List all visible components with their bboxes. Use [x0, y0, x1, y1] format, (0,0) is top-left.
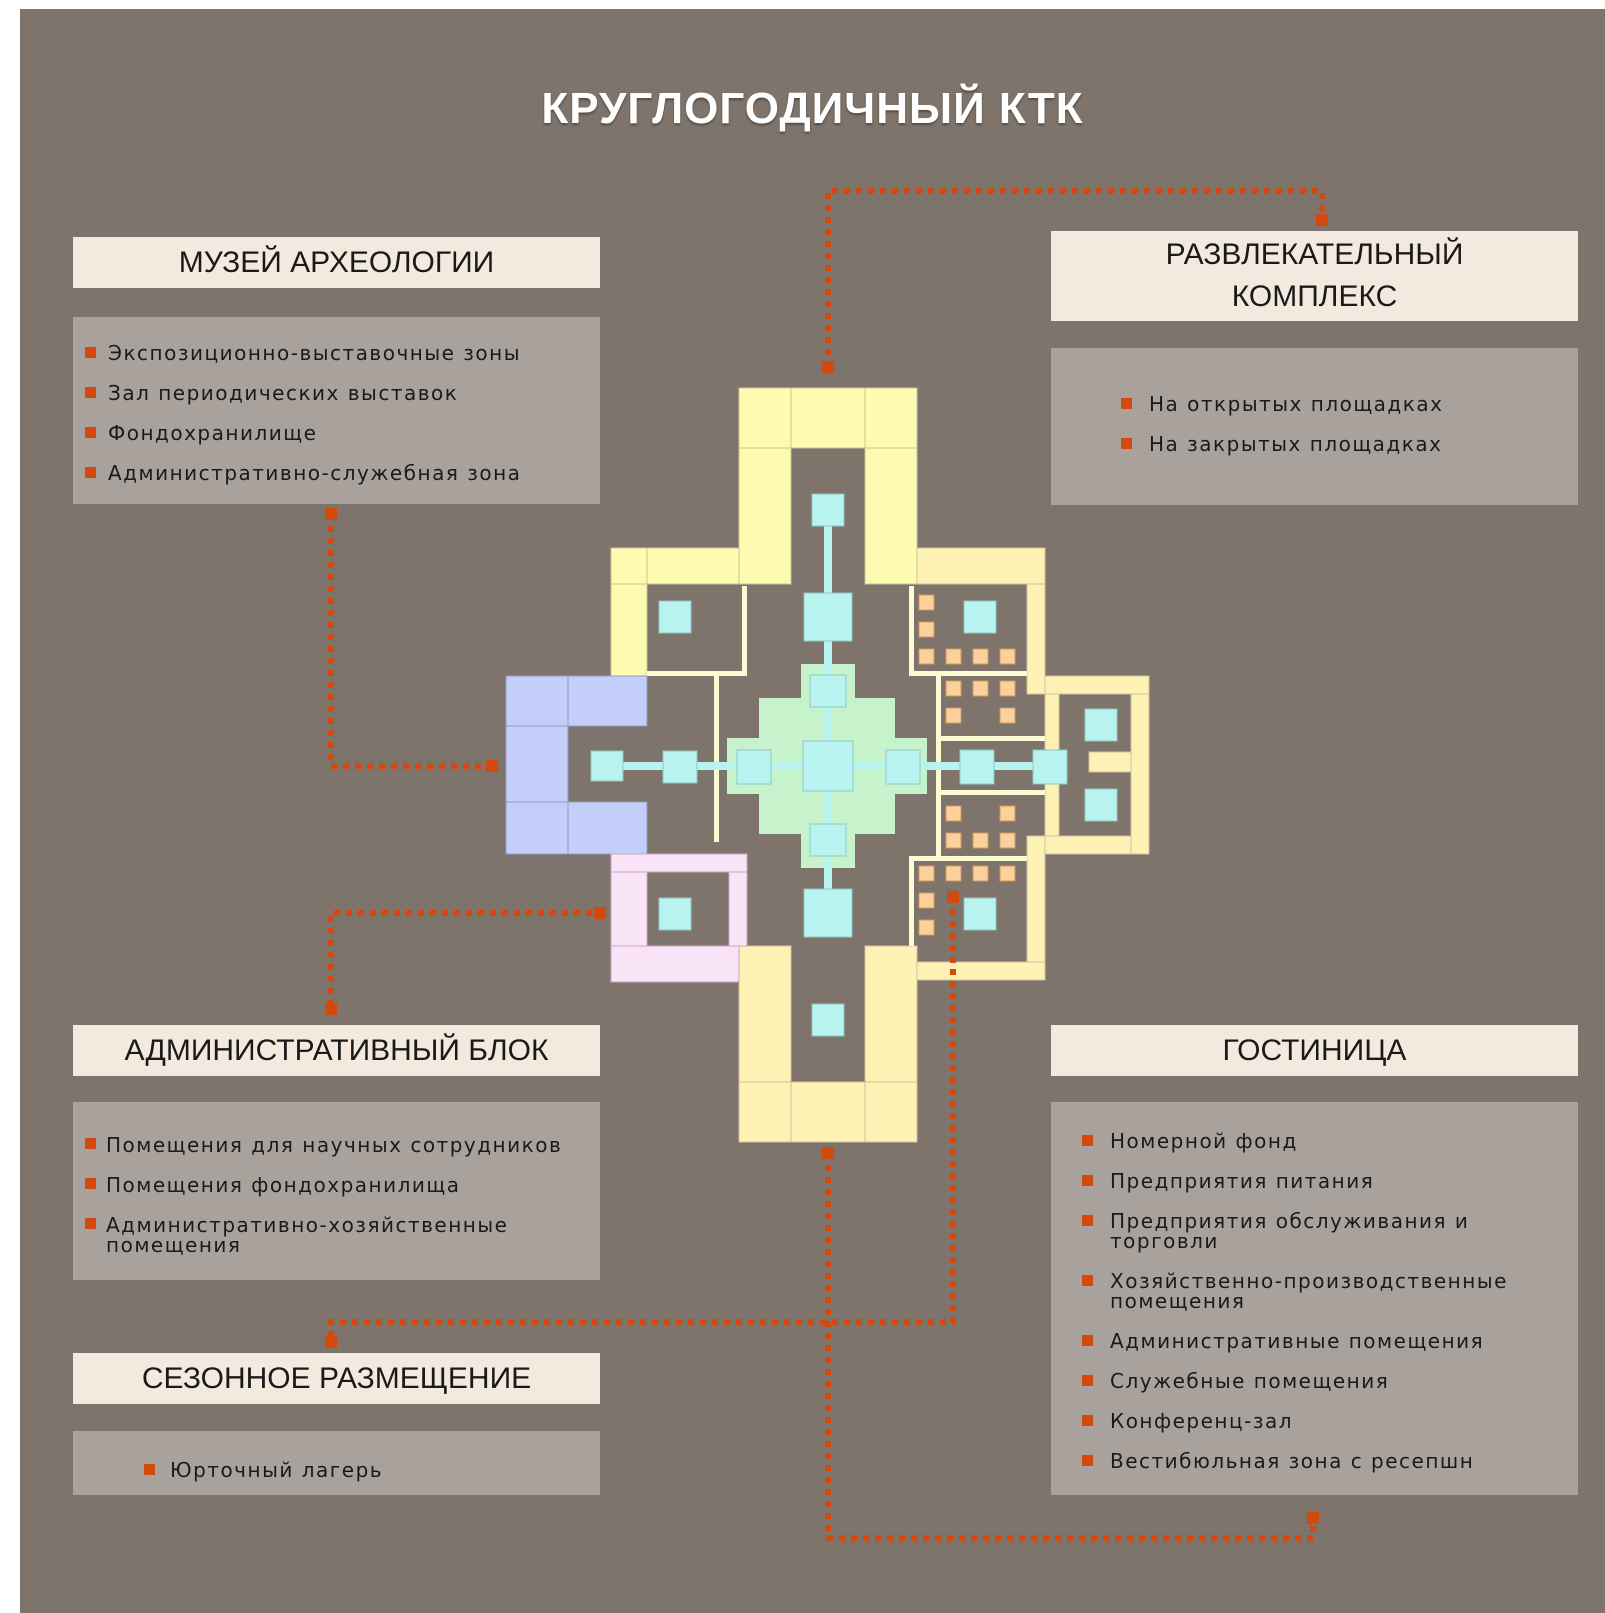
- entertainment-item: На закрытых площадках: [1149, 432, 1443, 456]
- north-wing: [738, 387, 918, 585]
- bullet-icon: [85, 427, 96, 438]
- admin-header: АДМИНИСТРАТИВНЫЙ БЛОК: [73, 1025, 600, 1076]
- hotel-item: Вестибюльная зона с ресепшн: [1110, 1449, 1475, 1473]
- bullet-icon: [1121, 438, 1132, 449]
- page-title: КРУГЛОГОДИЧНЫЙ КТК: [541, 84, 1084, 133]
- seasonal-item: Юрточный лагерь: [170, 1458, 384, 1482]
- museum-item: Административно-служебная зона: [108, 461, 522, 485]
- bullet-icon: [1082, 1215, 1093, 1226]
- hotel-item: Хозяйственно-производственные помещения: [1110, 1269, 1508, 1313]
- south-wing: [738, 945, 918, 1143]
- entertainment-item: На открытых площадках: [1149, 392, 1444, 416]
- admin-item: Помещения для научных сотрудников: [106, 1133, 563, 1157]
- museum-item: Экспозиционно-выставочные зоны: [108, 341, 522, 365]
- northwest-block: [610, 547, 740, 677]
- orange-rooms: [918, 594, 1016, 936]
- museum-header: МУЗЕЙ АРХЕОЛОГИИ: [73, 237, 600, 288]
- hotel-header: ГОСТИНИЦА: [1051, 1025, 1578, 1076]
- bullet-icon: [85, 1138, 96, 1149]
- hotel-item: Административные помещения: [1110, 1329, 1485, 1353]
- connectors: [328, 188, 1325, 1541]
- connector-endpoints: [325, 214, 1328, 1524]
- connector-seasonal: [328, 897, 956, 1342]
- entertainment-header: РАЗВЛЕКАТЕЛЬНЫЙ КОМПЛЕКС: [1051, 231, 1578, 321]
- seasonal-list: [73, 1431, 600, 1495]
- hotel-item: Конференц-зал: [1110, 1409, 1293, 1433]
- connector-hotel: [825, 1153, 1316, 1541]
- bullet-icon: [1121, 398, 1132, 409]
- bullet-icon: [1082, 1415, 1093, 1426]
- museum-item: Зал периодических выставок: [108, 381, 459, 405]
- bullet-icon: [1082, 1335, 1093, 1346]
- bullet-icon: [85, 387, 96, 398]
- bullet-icon: [85, 1178, 96, 1189]
- hotel-item: Номерной фонд: [1110, 1129, 1298, 1153]
- hotel-item: Служебные помещения: [1110, 1369, 1390, 1393]
- bullet-icon: [85, 467, 96, 478]
- bullet-icon: [1082, 1455, 1093, 1466]
- hotel-item: Предприятия питания: [1110, 1169, 1375, 1193]
- hotel-list: [1051, 1102, 1578, 1495]
- museum-list: [73, 317, 600, 504]
- bullet-icon: [1082, 1135, 1093, 1146]
- bullet-icon: [144, 1464, 155, 1475]
- bullet-icon: [85, 1218, 96, 1229]
- northeast-block: [916, 547, 1150, 981]
- bullet-icon: [1082, 1175, 1093, 1186]
- admin-list: [73, 1102, 600, 1280]
- west-wing: [505, 675, 648, 855]
- connector-museum: [328, 514, 491, 769]
- connector-entertainment: [825, 188, 1325, 367]
- connector-admin: [328, 910, 598, 1006]
- southwest-block: [610, 853, 748, 983]
- bullet-icon: [1082, 1275, 1093, 1286]
- hotel-item: Предприятия обслуживания и торговли: [1110, 1209, 1470, 1253]
- bullet-icon: [85, 347, 96, 358]
- seasonal-header: СЕЗОННОЕ РАЗМЕЩЕНИЕ: [73, 1353, 600, 1404]
- museum-item: Фондохранилище: [108, 421, 318, 445]
- admin-item: Административно-хозяйственные помещения: [106, 1213, 509, 1257]
- admin-item: Помещения фондохранилища: [106, 1173, 461, 1197]
- bullet-icon: [1082, 1375, 1093, 1386]
- cyan-rooms: [590, 493, 1118, 1037]
- entertainment-list: [1051, 348, 1578, 505]
